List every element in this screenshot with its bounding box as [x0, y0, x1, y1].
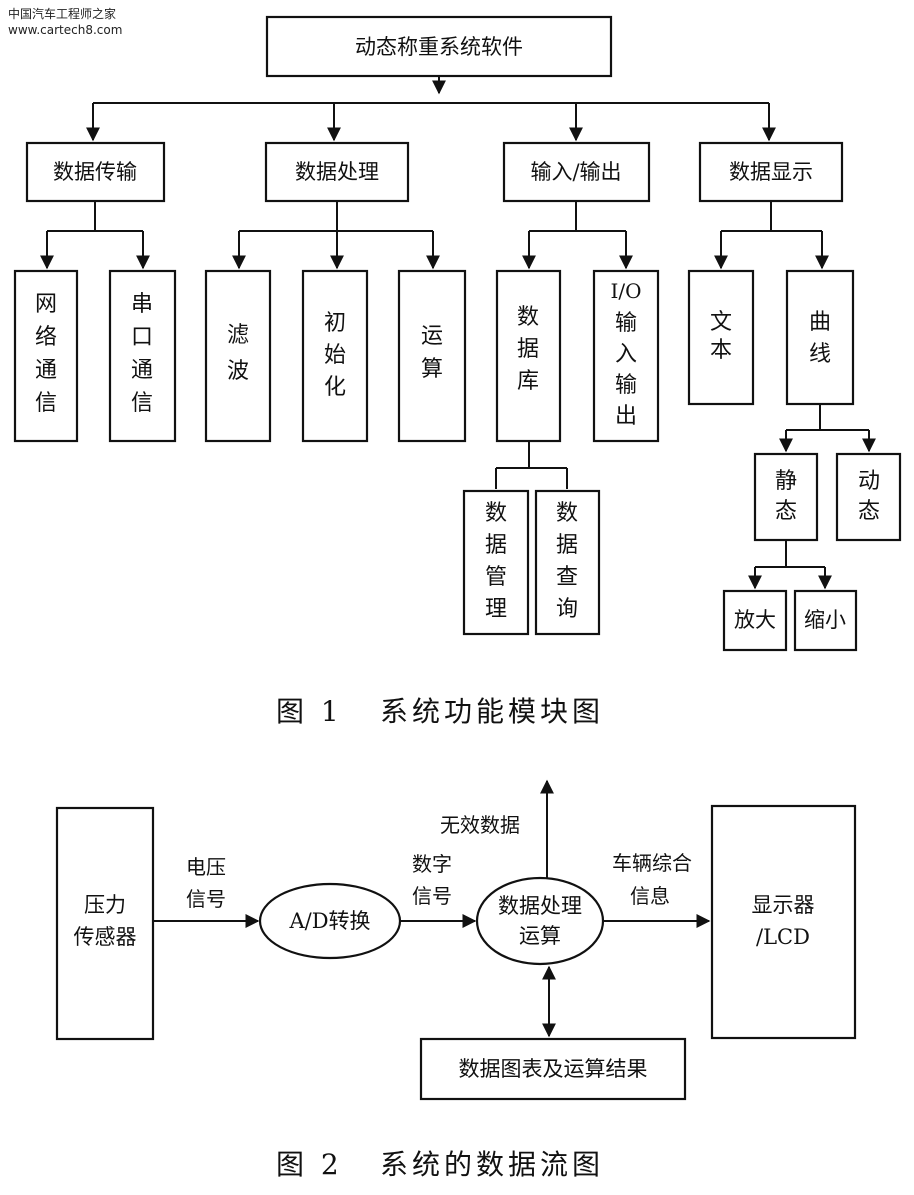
leaf-data-query-label: 数据查询	[556, 501, 578, 622]
node-results	[419, 1037, 687, 1101]
leaf-zoom-out	[793, 589, 858, 652]
figure-2: 压力 传感器 A/D转换 数据处理 运算 显示器 /LCD 数据图表及运算结果 …	[55, 779, 857, 1181]
leaf-curve	[785, 269, 855, 406]
leaf-compute	[397, 269, 467, 443]
module-data-transfer	[25, 141, 166, 203]
figure-1: 动态称重系统软件 数据传输 数据处理 输入/输出 数据显示 网络通信 串口通信	[13, 15, 902, 728]
leaf-text-label: 文本	[710, 310, 732, 363]
module-data-display-label: 数据显示	[729, 160, 813, 184]
node-data-processing-line2: 运算	[519, 924, 561, 948]
figure-2-caption-title: 系统的数据流图	[380, 1148, 604, 1181]
node-display	[710, 804, 857, 1040]
leaf-io-rw-title: I/O	[610, 279, 641, 303]
module-data-processing-label: 数据处理	[295, 160, 379, 184]
watermark: 中国汽车工程师之家 www.cartech8.com	[8, 6, 122, 38]
root-label: 动态称重系统软件	[355, 35, 523, 59]
leaf-filter-label: 滤波	[227, 323, 249, 384]
node-data-processing-line1: 数据处理	[498, 894, 582, 918]
leaf-data-manage	[462, 489, 530, 636]
leaf-compute-label: 运算	[421, 324, 443, 382]
edge-label-voltage-line1: 电压	[186, 855, 226, 879]
leaf-io-rw	[592, 269, 660, 443]
leaf-static	[753, 452, 819, 542]
leaf-init-label: 初始化	[324, 311, 346, 400]
leaf-database-label: 数据库	[517, 305, 539, 394]
leaf-network-comm-label: 网络通信	[35, 292, 57, 416]
leaf-data-query	[534, 489, 601, 636]
node-display-line2: /LCD	[756, 925, 810, 949]
node-data-processing	[475, 876, 605, 966]
leaf-static-label: 静态	[775, 469, 797, 524]
leaf-dynamic-label: 动态	[858, 469, 880, 524]
figure-1-caption-title: 系统功能模块图	[380, 695, 604, 728]
leaf-io-rw-label: 输入输出	[615, 311, 637, 429]
edge-label-digital-line1: 数字	[412, 852, 452, 876]
edge-label-invalid-data: 无效数据	[440, 813, 520, 837]
edge-label-vehicle-line1: 车辆综合	[612, 851, 692, 875]
watermark-title: 中国汽车工程师之家	[8, 7, 117, 21]
leaf-init	[301, 269, 369, 443]
leaf-text	[687, 269, 755, 406]
leaf-data-manage-label: 数据管理	[485, 501, 507, 622]
edge-label-vehicle-line2: 信息	[630, 884, 670, 908]
leaf-filter	[204, 269, 272, 443]
leaf-zoom-in-label: 放大	[734, 608, 776, 632]
module-data-display	[698, 141, 844, 203]
node-results-label: 数据图表及运算结果	[459, 1057, 648, 1081]
leaf-database	[495, 269, 562, 443]
module-data-processing	[264, 141, 410, 203]
leaf-curve-label: 曲线	[809, 310, 831, 367]
node-pressure-sensor	[55, 806, 155, 1041]
figure-2-caption-number: 图 2	[276, 1148, 343, 1181]
figure-1-caption-number: 图 1	[276, 695, 343, 728]
leaf-dynamic	[835, 452, 902, 542]
leaf-zoom-out-label: 缩小	[804, 608, 846, 632]
watermark-url: www.cartech8.com	[8, 23, 123, 37]
node-ad-conversion-label: A/D转换	[288, 909, 370, 933]
module-io-label: 输入/输出	[530, 160, 621, 184]
node-pressure-sensor-line2: 传感器	[74, 925, 137, 949]
node-pressure-sensor-line1: 压力	[84, 893, 126, 917]
module-data-transfer-label: 数据传输	[53, 160, 137, 184]
leaf-serial-comm	[108, 269, 177, 443]
edge-label-voltage-line2: 信号	[186, 887, 226, 911]
leaf-network-comm	[13, 269, 79, 443]
leaf-zoom-in	[722, 589, 788, 652]
node-display-line1: 显示器	[752, 893, 815, 917]
leaf-serial-comm-label: 串口通信	[131, 292, 153, 416]
edge-label-digital-line2: 信号	[412, 884, 452, 908]
root-box	[265, 15, 613, 78]
module-io	[502, 141, 651, 203]
